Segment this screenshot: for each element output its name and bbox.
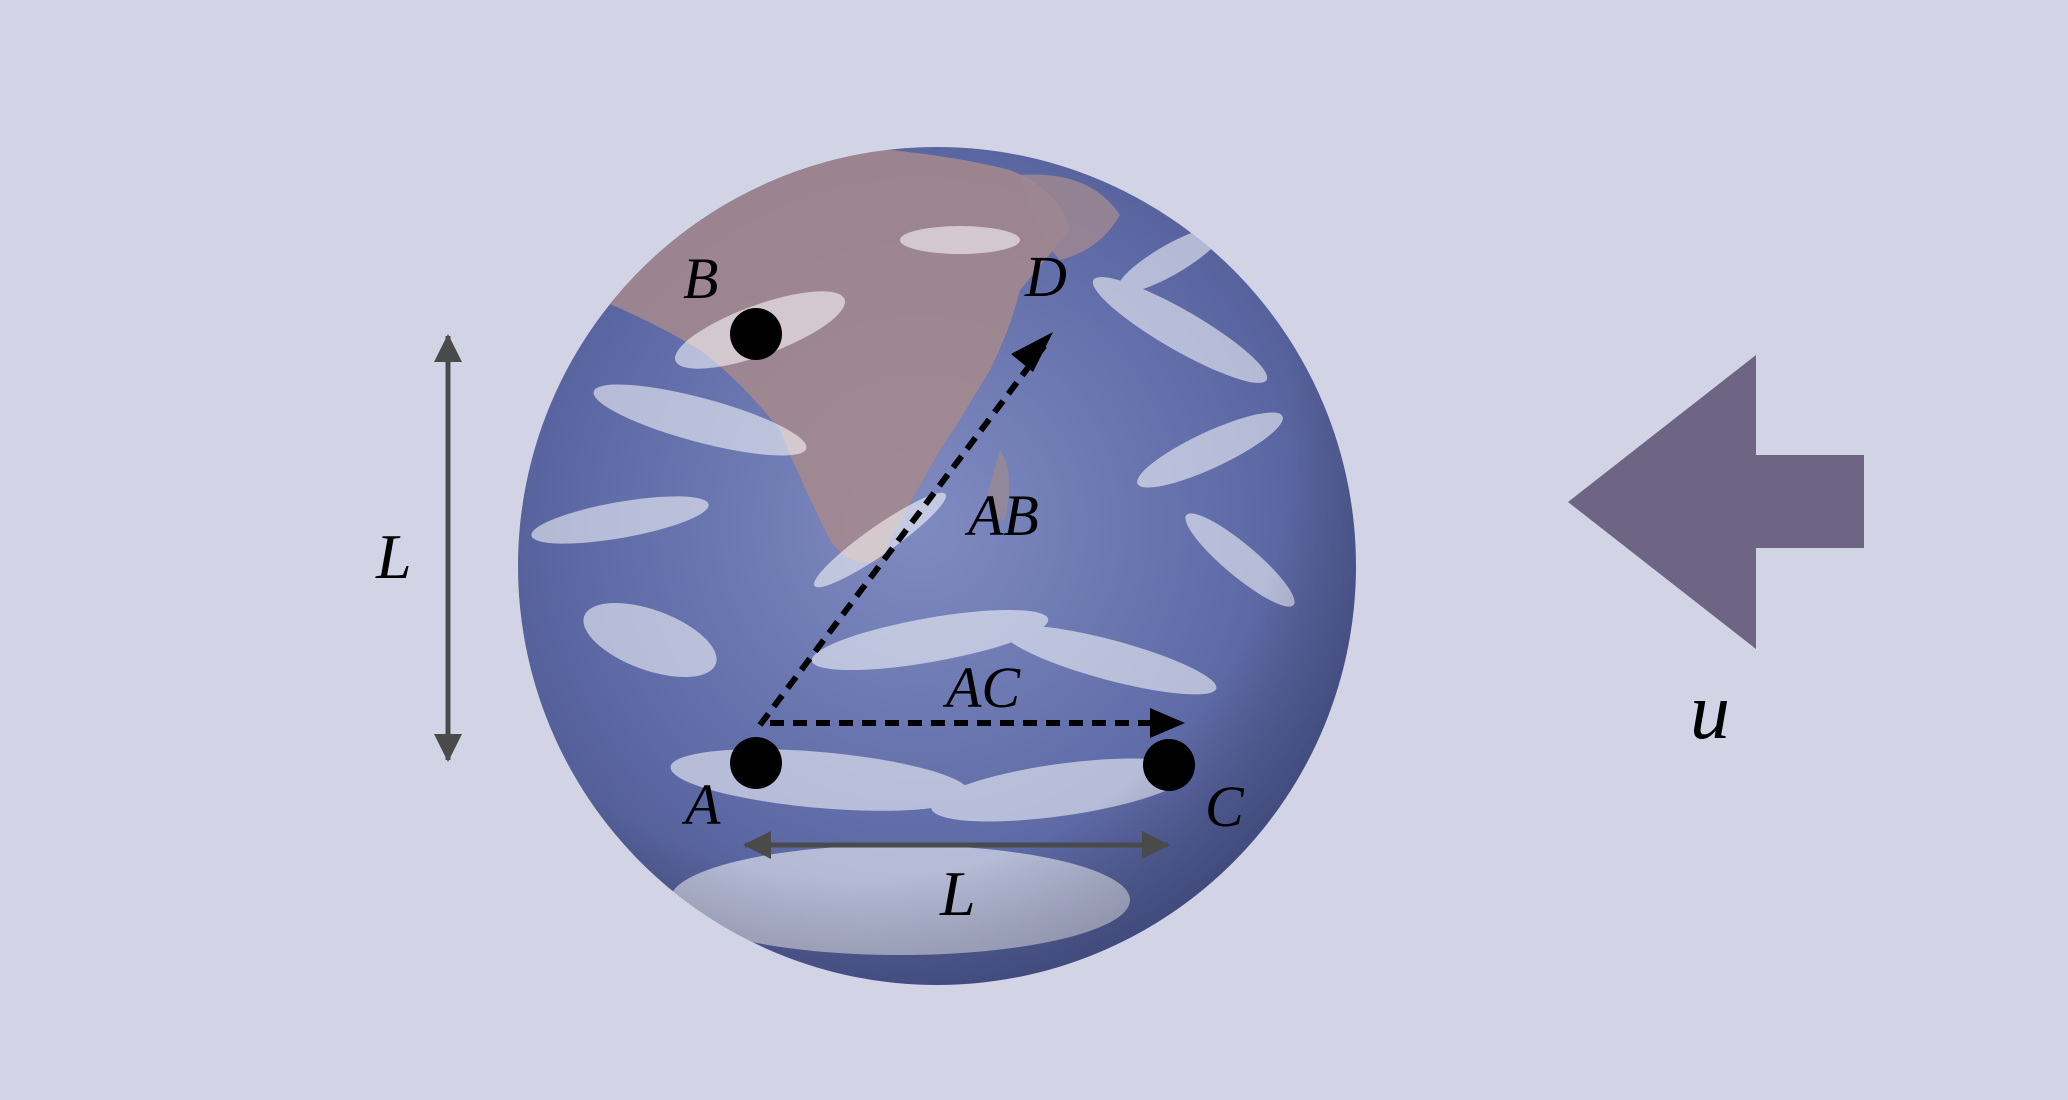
vector-ab-arrowhead (1011, 332, 1053, 372)
vector-label-ac: AC (942, 655, 1021, 720)
wind-label-u: u (1690, 668, 1730, 756)
point-label-b: B (683, 246, 718, 311)
point-b (730, 308, 782, 360)
earth-globe-icon (518, 147, 1356, 985)
point-a (730, 737, 782, 789)
horizontal-dimension-arrowhead-right (1142, 831, 1170, 859)
vertical-dimension-arrowhead-bottom (434, 734, 462, 762)
horizontal-dimension-label: L (939, 858, 976, 929)
vector-ac-arrowhead (1150, 708, 1185, 738)
vector-label-ab: AB (964, 483, 1039, 548)
vertical-dimension-arrowhead-top (434, 334, 462, 362)
point-c (1143, 739, 1195, 791)
point-label-c: C (1205, 774, 1245, 839)
horizontal-dimension-arrowhead-left (743, 831, 771, 859)
left-arrow-icon (1568, 355, 1864, 649)
point-label-a: A (681, 772, 721, 837)
vertical-dimension-label: L (375, 521, 412, 592)
vector-ab-arrow (757, 343, 1048, 727)
point-label-d: D (1024, 244, 1067, 309)
